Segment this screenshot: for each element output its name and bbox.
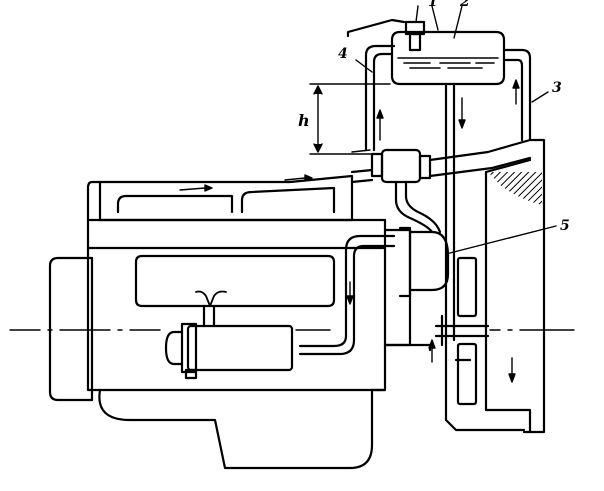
label-h: h xyxy=(298,111,310,130)
engine-block xyxy=(86,174,387,470)
height-dimension xyxy=(309,83,391,155)
flow-arrows xyxy=(179,79,520,383)
upper-hose xyxy=(350,138,532,184)
expansion-tank xyxy=(346,18,532,142)
label-4: 4 xyxy=(338,46,348,62)
water-pump xyxy=(394,180,450,298)
oil-filter xyxy=(164,290,294,380)
leader-lines xyxy=(355,5,557,255)
label-5: 5 xyxy=(560,218,570,234)
vent-pipe xyxy=(364,44,396,152)
label-1: 1 xyxy=(428,0,438,10)
heater-pipe xyxy=(298,234,396,356)
radiator xyxy=(454,138,546,434)
label-2: 2 xyxy=(459,0,470,10)
fan xyxy=(434,256,490,406)
coolant-level xyxy=(397,57,499,69)
radiator-core-hatching xyxy=(488,172,542,205)
flywheel-housing xyxy=(48,256,94,402)
label-3: 3 xyxy=(552,80,562,96)
descent-pipe xyxy=(444,82,526,432)
